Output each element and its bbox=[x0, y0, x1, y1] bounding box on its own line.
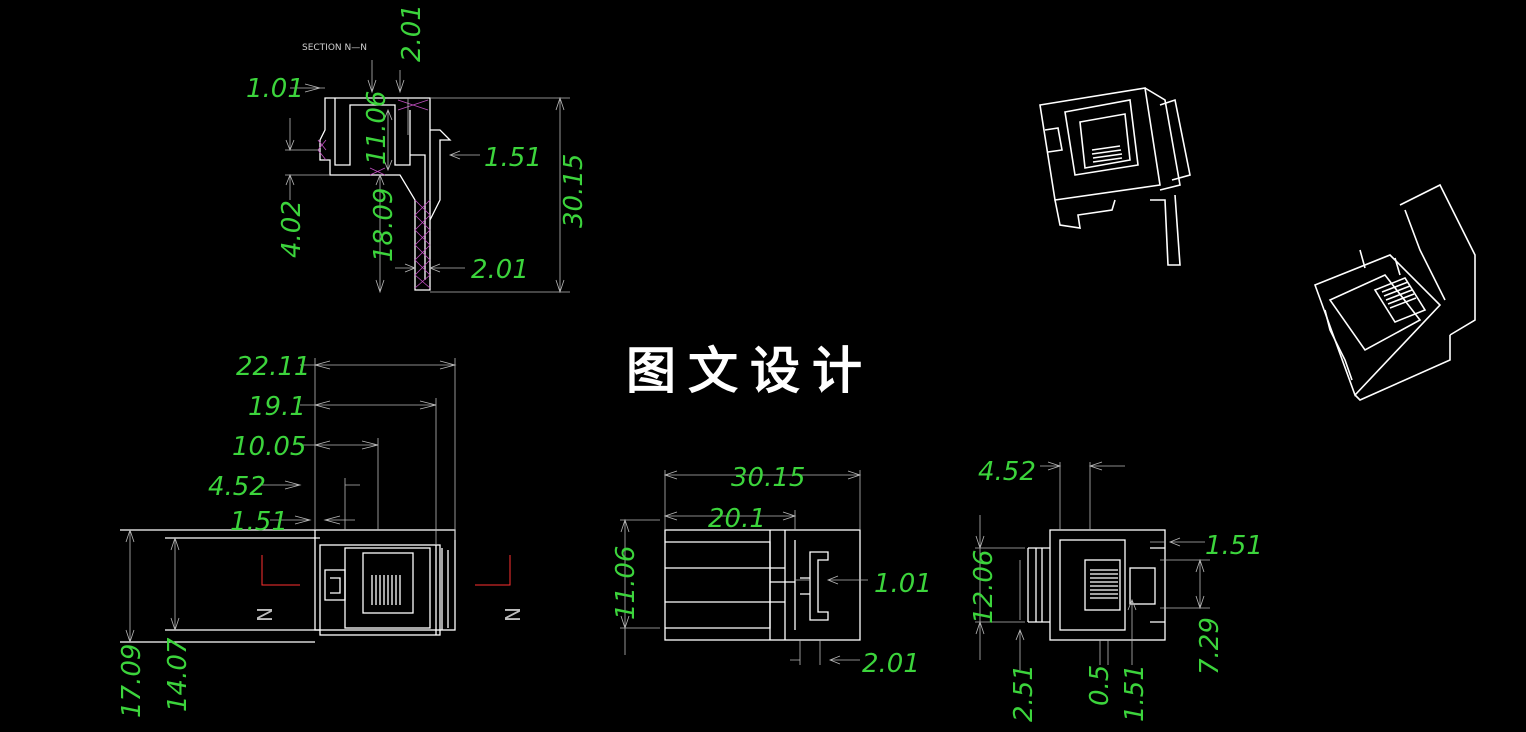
top-body-lines bbox=[665, 541, 785, 629]
front-contacts bbox=[371, 575, 401, 605]
top-view: 30.15 20.1 11.06 1.01 2.01 bbox=[611, 463, 932, 679]
top-latch bbox=[809, 551, 829, 621]
dim-side-1-51-top: 1.51 bbox=[1205, 531, 1263, 561]
dim-sec-30-15: 30.15 bbox=[559, 154, 589, 228]
dim-side-1-51-bot: 1.51 bbox=[1120, 664, 1150, 722]
side-latch-guide bbox=[1150, 547, 1165, 623]
dim-side-7-29: 7.29 bbox=[1195, 617, 1225, 675]
side-contacts bbox=[1090, 569, 1118, 599]
dim-front-19-1: 19.1 bbox=[248, 392, 306, 422]
section-latch-arm bbox=[410, 154, 426, 280]
side-body bbox=[1049, 529, 1166, 641]
dim-sec-2-01-top: 2.01 bbox=[397, 4, 427, 62]
section-label: SECTION N—N bbox=[302, 43, 367, 53]
dim-sec-2-01-bot: 2.01 bbox=[471, 255, 529, 285]
side-face bbox=[1059, 539, 1126, 631]
side-latch bbox=[1129, 567, 1156, 605]
front-flange bbox=[435, 545, 449, 635]
section-mark-left: N bbox=[253, 607, 277, 622]
section-mark-lines bbox=[261, 555, 511, 586]
isometric-view-1 bbox=[1039, 87, 1191, 266]
side-dimension-lines bbox=[975, 461, 1210, 670]
dim-front-4-52: 4.52 bbox=[208, 472, 266, 502]
dim-top-30-15: 30.15 bbox=[731, 463, 805, 493]
section-view: SECTION N—N 1.01 2.01 11.06 1.51 30.15 4… bbox=[246, 4, 589, 294]
top-steps bbox=[769, 530, 796, 640]
dim-side-4-52: 4.52 bbox=[978, 457, 1036, 487]
dim-side-12-06: 12.06 bbox=[969, 550, 999, 624]
side-back bbox=[1027, 547, 1050, 623]
dim-side-0-5: 0.5 bbox=[1085, 665, 1115, 706]
front-latch-window bbox=[324, 569, 346, 601]
dim-front-1-51: 1.51 bbox=[230, 507, 288, 537]
dim-top-20-1: 20.1 bbox=[708, 504, 766, 534]
side-view: 4.52 1.51 12.06 7.29 2.51 0.5 1.51 bbox=[969, 457, 1263, 722]
dim-top-2-01: 2.01 bbox=[862, 649, 920, 679]
front-body bbox=[314, 529, 456, 631]
isometric-view-2 bbox=[1313, 183, 1476, 401]
front-face bbox=[319, 544, 441, 636]
dim-front-22-11: 22.11 bbox=[236, 352, 310, 382]
top-ribs bbox=[770, 577, 810, 595]
dim-front-14-07: 14.07 bbox=[163, 637, 193, 712]
section-mark-right: N bbox=[501, 607, 525, 622]
front-view: N N 22.11 19.1 10.05 4.52 1.51 17.09 14.… bbox=[117, 352, 525, 718]
section-dimension-lines bbox=[285, 60, 570, 294]
front-port bbox=[362, 552, 414, 614]
section-latch bbox=[429, 129, 452, 221]
top-body bbox=[664, 529, 861, 641]
section-outline bbox=[319, 97, 431, 291]
dim-sec-11-06: 11.06 bbox=[362, 91, 392, 165]
section-inner-cavity bbox=[334, 98, 411, 166]
dim-sec-1-51: 1.51 bbox=[484, 143, 542, 173]
dim-top-11-06: 11.06 bbox=[611, 546, 641, 620]
dim-front-10-05: 10.05 bbox=[232, 432, 306, 462]
side-port bbox=[1084, 559, 1121, 611]
front-extension-lines bbox=[120, 529, 320, 643]
front-dimension-lines bbox=[125, 358, 457, 644]
section-hatching bbox=[317, 99, 431, 289]
side-back-ribs bbox=[1035, 548, 1043, 622]
dim-side-2-51: 2.51 bbox=[1009, 664, 1039, 722]
top-dimension-lines bbox=[620, 470, 868, 665]
drawing-title: 图文设计 bbox=[626, 342, 874, 400]
dim-front-17-09: 17.09 bbox=[117, 644, 147, 718]
dim-sec-4-02: 4.02 bbox=[277, 200, 307, 258]
dim-sec-18-09: 18.09 bbox=[369, 188, 399, 262]
dim-sec-1-01: 1.01 bbox=[246, 74, 304, 104]
dim-top-1-01: 1.01 bbox=[874, 569, 932, 599]
